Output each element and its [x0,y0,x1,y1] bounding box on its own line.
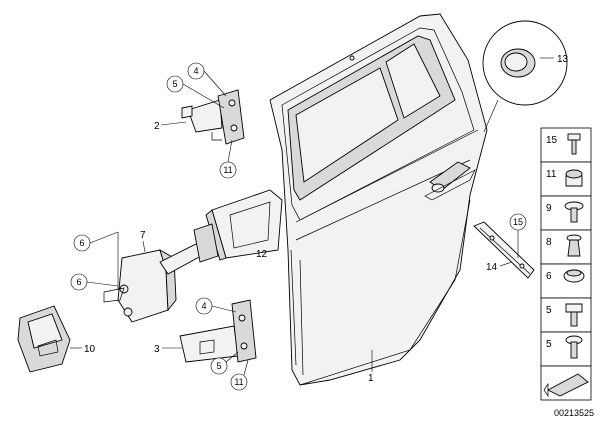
hex-bolt-icon [565,303,583,327]
check-cover-cap[interactable] [17,305,71,373]
callout-10: 10 [84,344,96,355]
callout-11-lower: 11 [230,359,249,391]
callout-2: 2 [154,121,160,132]
callout-7: 7 [140,230,146,241]
callout-15-bracket: 15 [509,213,527,258]
panel-label-6: 5 [546,305,552,316]
collar-bolt-icon [565,335,583,359]
callout-6-check: 6 [73,231,119,290]
callout-11-upper: 11 [219,139,237,179]
callout-4-upper: 4 [187,62,227,97]
fastener-panel: 15 11 9 8 6 5 5 [540,127,592,401]
upper-hinge[interactable] [181,89,245,145]
door-check[interactable] [103,223,219,323]
callout-8-check: 6 [70,273,119,291]
leader-7 [142,240,146,253]
callout-1: 1 [368,373,374,384]
rear-door[interactable] [269,13,488,386]
bracket[interactable] [473,221,535,279]
svg-text:11: 11 [223,165,232,175]
document-id: 00213525 [553,408,594,418]
svg-text:5: 5 [216,361,221,371]
cap-nut-icon [565,169,583,187]
panel-label-7: 5 [546,339,552,350]
svg-text:5: 5 [172,79,177,89]
screw-icon [567,133,581,155]
panel-label-3: 9 [546,203,552,214]
leader-2 [160,121,187,126]
svg-text:4: 4 [201,301,206,311]
callout-4-lower: 4 [195,297,237,315]
cover-arrow-icon [543,373,589,398]
panel-label-2: 11 [546,169,557,180]
round-nut-icon [563,269,585,283]
svg-text:6: 6 [76,277,81,287]
check-cover[interactable] [205,189,283,261]
plug-detail[interactable] [482,20,568,133]
callout-5-upper: 5 [166,75,225,109]
callout-3: 3 [154,344,160,355]
callout-14: 14 [486,262,498,273]
lower-hinge[interactable] [179,299,257,363]
callout-5-lower: 5 [210,351,239,375]
svg-text:6: 6 [79,238,84,248]
panel-label-1: 15 [546,135,558,146]
panel-label-4: 8 [546,237,552,248]
leader-14 [499,261,513,267]
svg-text:4: 4 [193,66,198,76]
expansion-bolt-icon [566,234,582,257]
callout-12: 12 [256,249,268,260]
svg-text:15: 15 [513,217,523,227]
flange-bolt-icon [564,201,584,223]
callout-13: 13 [557,54,569,65]
panel-label-5: 6 [546,271,552,282]
svg-text:11: 11 [234,377,243,387]
